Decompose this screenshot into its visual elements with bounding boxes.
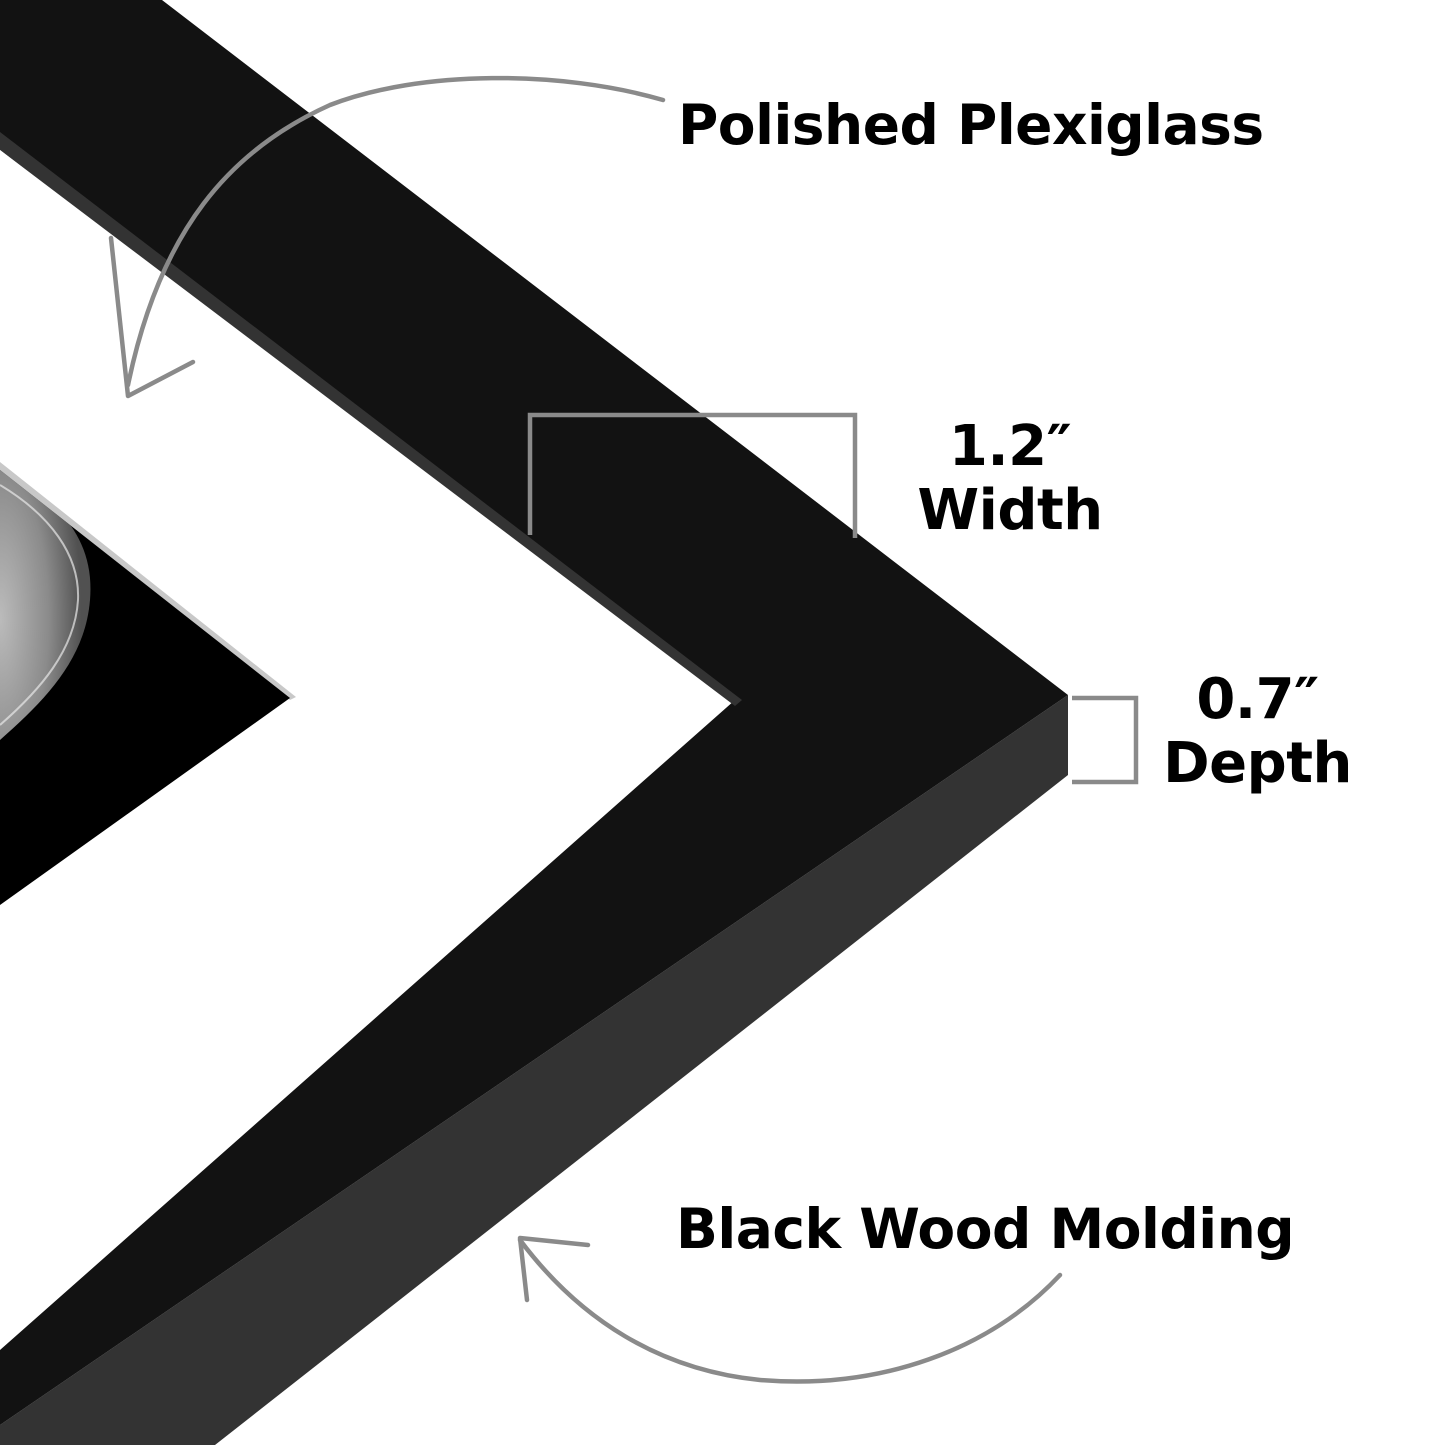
- frame-side-face: [0, 695, 1068, 1445]
- width-bracket-icon: [527, 412, 858, 538]
- depth-bracket-icon: [1072, 695, 1139, 785]
- depth-dimension-label: 0.7″ Depth: [1150, 668, 1365, 796]
- width-dimension-label: 1.2″ Width: [905, 415, 1115, 543]
- depth-caption: Depth: [1163, 731, 1352, 796]
- artwork-edge: [0, 462, 296, 700]
- frame-front-face: [0, 0, 1068, 1425]
- mat-board: [0, 150, 722, 1345]
- width-caption: Width: [917, 478, 1103, 543]
- width-value: 1.2″: [948, 414, 1072, 479]
- molding-arrow-icon: [517, 1235, 1063, 1384]
- plexiglass-label: Polished Plexiglass: [678, 93, 1264, 157]
- artwork-petal: [0, 470, 91, 740]
- molding-label: Black Wood Molding: [676, 1197, 1295, 1261]
- plexiglass-arrow-icon: [108, 75, 666, 399]
- depth-value: 0.7″: [1196, 667, 1319, 732]
- frame-inner-bevel: [0, 132, 742, 706]
